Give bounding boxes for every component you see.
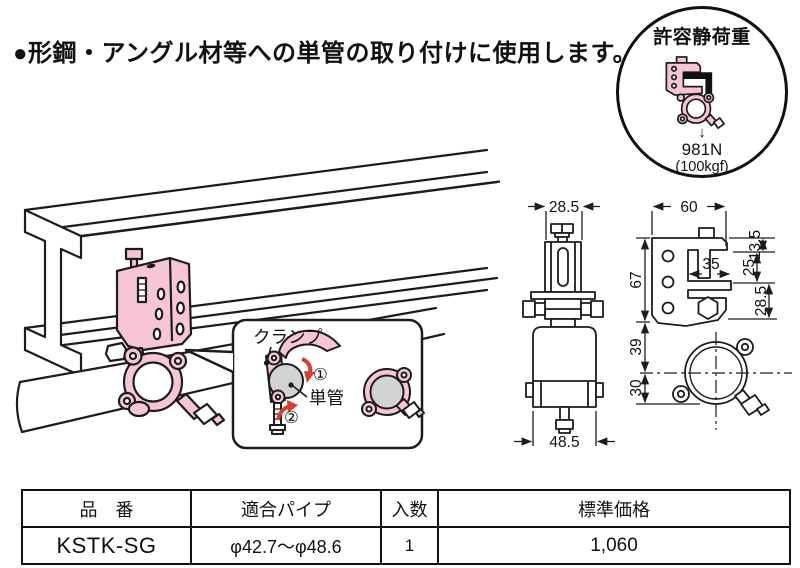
dim-side-top: 28.5 — [549, 199, 579, 216]
installation-illustration: クランプ 単管 ① ② — [15, 148, 500, 450]
clamp-icon — [665, 56, 725, 129]
dim-front-right-mid: 25 — [741, 259, 758, 276]
dim-front-top: 60 — [680, 199, 698, 216]
callout-bubble: クランプ 単管 ① ② — [184, 318, 425, 450]
dim-front-left-lower: 30 — [628, 379, 645, 397]
clamp-on-beam — [104, 247, 226, 427]
cell-pipe: φ42.7～φ48.6 — [190, 526, 382, 565]
load-badge-title: 許容静荷重 — [653, 27, 751, 48]
down-arrow-icon: ↓ — [698, 124, 706, 141]
dim-front-right-lower: 28.5 — [753, 286, 770, 316]
callout-clamp-label: クランプ — [253, 327, 323, 347]
load-value-sub: (100kgf) — [675, 159, 729, 175]
dim-front-right-upper: 13.5 — [747, 230, 764, 260]
load-value: 981N — [681, 140, 723, 159]
cell-part-no: KSTK-SG — [21, 526, 192, 565]
header-pipe: 適合パイプ — [190, 489, 382, 528]
cell-price: 1,060 — [437, 526, 791, 565]
dim-front-inner: 35 — [702, 256, 719, 273]
price-table: 品 番 適合パイプ 入数 標準価格 KSTK-SG φ42.7～φ48.6 1 … — [21, 489, 791, 565]
dim-side-bottom: 48.5 — [549, 434, 579, 451]
dim-front-left-mid: 39 — [628, 338, 645, 355]
dimension-drawings: 28.5 48.5 60 35 67 39 30 13.5 25 28.5 — [514, 199, 792, 451]
dimension-lines — [514, 202, 777, 446]
header-price: 標準価格 — [437, 489, 791, 528]
callout-pipe-label: 単管 — [309, 388, 344, 408]
side-view-drawing — [522, 223, 604, 434]
table-header-row: 品 番 適合パイプ 入数 標準価格 — [21, 489, 791, 528]
front-view-drawing — [640, 227, 792, 430]
page-title: ●形鋼・アングル材等への単管の取り付けに使用します。 — [13, 40, 638, 67]
callout-step2: ② — [284, 409, 299, 427]
header-qty: 入数 — [380, 489, 439, 528]
rotation-arrow-1 — [301, 357, 315, 383]
dimension-labels: 28.5 48.5 60 35 67 39 30 13.5 25 28.5 — [549, 199, 770, 451]
header-part-no: 品 番 — [21, 489, 192, 528]
clamp-closed-illustration — [361, 367, 425, 419]
callout-step1: ① — [313, 366, 328, 384]
allowable-load-badge: 許容静荷重 ↓ 981N (100kgf) — [616, 6, 788, 178]
cell-qty: 1 — [380, 526, 439, 565]
rotation-arrow-2 — [276, 400, 298, 421]
dim-front-left-upper: 67 — [628, 271, 645, 288]
table-row: KSTK-SG φ42.7～φ48.6 1 1,060 — [21, 526, 791, 565]
